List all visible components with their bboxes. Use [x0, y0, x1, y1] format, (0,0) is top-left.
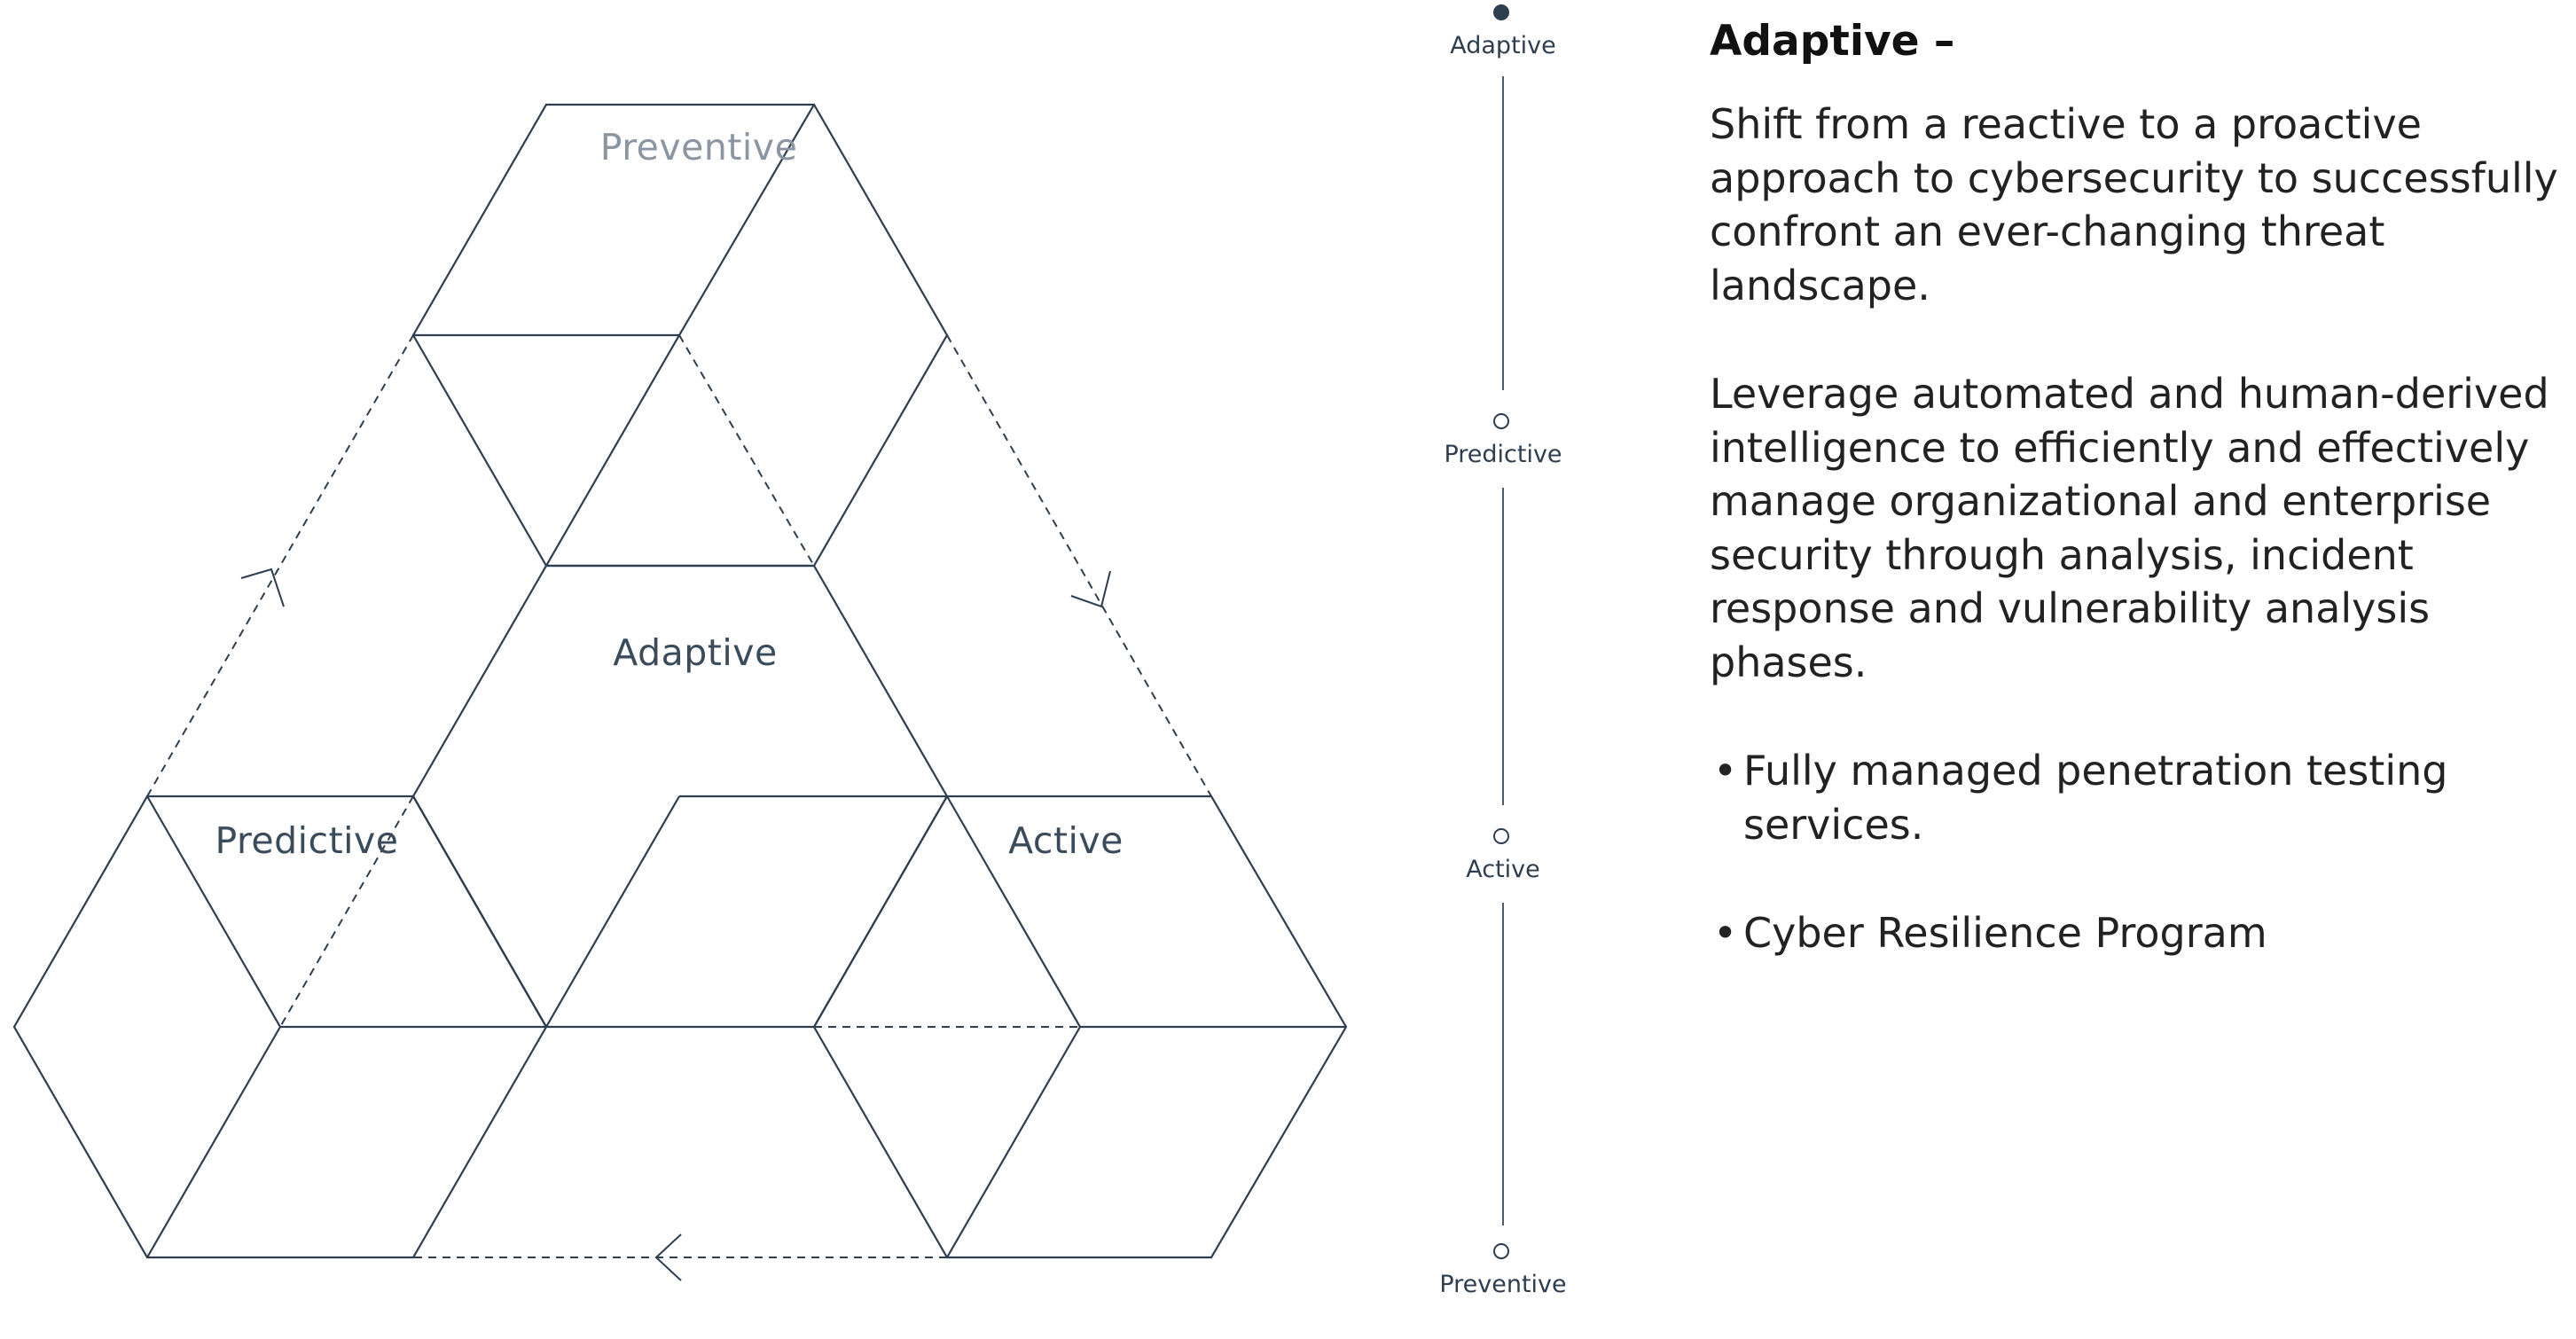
step-label-active[interactable]: Active — [1466, 856, 1540, 883]
step-dot-adaptive[interactable] — [1493, 4, 1509, 20]
dashed-hidden-edge — [279, 795, 414, 1028]
description-panel: Adaptive – Shift from a reactive to a pr… — [1710, 16, 2561, 1015]
center-cube-inner-edges — [412, 795, 947, 1028]
face-label-left: Predictive — [215, 819, 398, 862]
step-label-adaptive[interactable]: Adaptive — [1450, 32, 1556, 59]
service-list-item: Fully managed penetration testing servic… — [1710, 744, 2561, 851]
step-label-preventive[interactable]: Preventive — [1439, 1271, 1567, 1298]
step-connector — [1502, 488, 1504, 805]
right-cube-inner-edges — [946, 795, 1346, 1258]
step-dot-active[interactable] — [1493, 828, 1509, 844]
step-connector — [1502, 76, 1504, 390]
panel-paragraph: Shift from a reactive to a proactive app… — [1710, 100, 2558, 309]
top-cube-inner-edges — [413, 104, 815, 567]
cycle-arrows — [146, 334, 1212, 1281]
step-dot-predictive[interactable] — [1493, 413, 1509, 429]
dashed-hidden-edge — [678, 334, 815, 567]
cube-triangle-diagram: Preventive Adaptive Predictive Active — [12, 103, 1348, 1281]
hidden-edges — [279, 334, 1080, 1028]
step-dot-preventive[interactable] — [1493, 1243, 1509, 1259]
step-connector — [1502, 903, 1504, 1225]
arrowhead-down-icon — [1070, 570, 1111, 608]
face-label-top: Preventive — [600, 126, 798, 168]
face-labels: Preventive Adaptive Predictive Active — [215, 126, 1123, 862]
step-navigation: Adaptive Predictive Active Preventive — [1419, 0, 1587, 1339]
service-list-item: Cyber Resilience Program — [1710, 906, 2561, 960]
left-cube-inner-edges — [146, 795, 546, 1258]
cycle-path-right — [946, 334, 1212, 797]
face-label-center: Adaptive — [613, 631, 777, 674]
arrowhead-up-icon — [240, 568, 285, 607]
arrowhead-left-icon — [654, 1233, 682, 1281]
service-list: Fully managed penetration testing servic… — [1710, 744, 2561, 960]
cycle-path-left — [146, 334, 414, 797]
panel-title: Adaptive – — [1710, 17, 1955, 66]
step-label-predictive[interactable]: Predictive — [1444, 441, 1562, 468]
face-label-right: Active — [1008, 819, 1124, 862]
panel-paragraph: Leverage automated and human-derived int… — [1710, 370, 2549, 686]
